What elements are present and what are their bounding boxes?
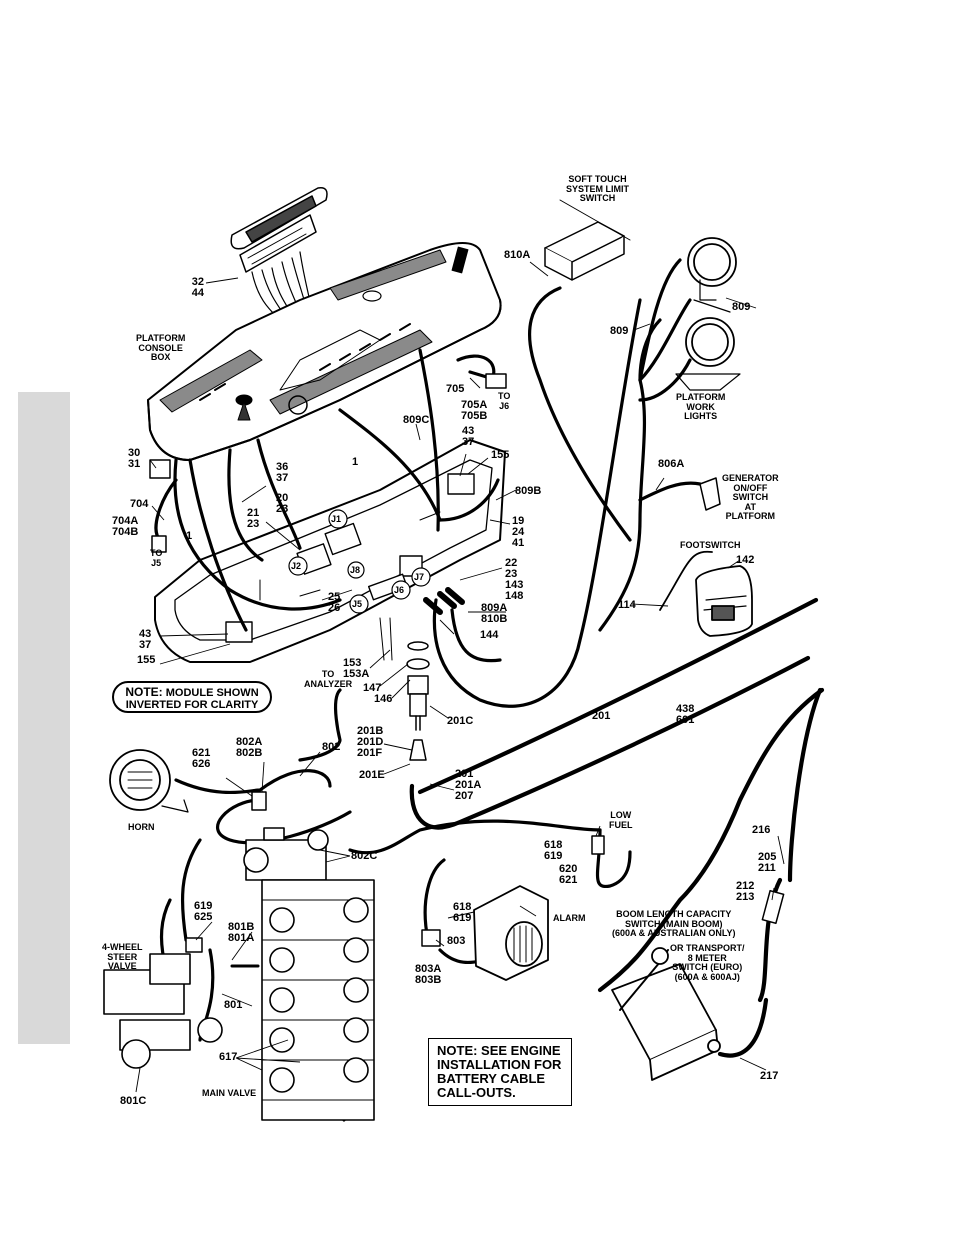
callout-801: 801	[224, 999, 243, 1011]
callout-146: 146	[374, 693, 393, 705]
leader-lines	[135, 261, 785, 1093]
callout-155-top: 155	[491, 449, 510, 461]
alarm	[473, 885, 549, 981]
console-wires	[154, 258, 702, 708]
callout-114: 114	[618, 599, 636, 611]
connector-j1: J1	[331, 514, 342, 524]
callout-155-bottom: 155	[137, 654, 156, 666]
boom-length-switch	[611, 947, 721, 1081]
module-tray	[154, 439, 506, 663]
valve-802C	[243, 827, 329, 881]
note-module-inverted: NOTE: MODULE SHOWN INVERTED FOR CLARITY	[112, 681, 272, 713]
generator-switch	[699, 477, 721, 511]
callout-802C: 802C	[351, 850, 378, 862]
connector-j8: J8	[350, 565, 361, 575]
footswitch-label: FOOTSWITCH	[680, 540, 741, 550]
horn-label: HORN	[128, 822, 155, 832]
main-harness	[409, 597, 825, 1058]
callout-809-top: 809	[732, 301, 751, 313]
callout-705: 705	[446, 383, 465, 395]
main-valve	[230, 879, 375, 1121]
callout-142: 142	[736, 554, 755, 566]
callout-217: 217	[760, 1070, 779, 1082]
callout-809B: 809B	[515, 485, 542, 497]
callout-806A: 806A	[658, 458, 685, 470]
display-module	[230, 187, 328, 273]
footswitch	[659, 550, 753, 637]
connector-j2: J2	[291, 561, 302, 571]
alarm-label: ALARM	[553, 913, 586, 923]
connector-j6: J6	[394, 585, 405, 595]
callout-803: 803	[447, 935, 466, 947]
callout-802: 802	[322, 741, 341, 753]
callout-201E: 201E	[359, 769, 385, 781]
steer-valve	[103, 953, 223, 1069]
callout-809-left: 809	[610, 325, 629, 337]
connector-j5: J5	[352, 599, 363, 609]
horn	[109, 749, 189, 813]
soft-touch-switch	[544, 199, 631, 281]
callout-216: 216	[752, 824, 771, 836]
connector-j7: J7	[414, 572, 425, 582]
callout-809C: 809C	[403, 414, 430, 426]
callout-1-top: 1	[352, 456, 359, 468]
callout-801C: 801C	[120, 1095, 147, 1107]
callout-147: 147	[363, 682, 382, 694]
connector-stack	[379, 587, 465, 761]
callout-1-left: 1	[186, 530, 193, 542]
callout-144: 144	[480, 629, 499, 641]
page-side-tab	[18, 392, 70, 1044]
main-valve-label: MAIN VALVE	[202, 1088, 257, 1098]
callout-810A: 810A	[504, 249, 531, 261]
callout-201C: 201C	[447, 715, 474, 727]
console-box	[147, 242, 502, 461]
callout-704: 704	[130, 498, 149, 510]
work-lights	[675, 237, 741, 391]
callout-617: 617	[219, 1051, 238, 1063]
callout-201: 201	[592, 710, 611, 722]
inline-connectors	[149, 373, 785, 953]
